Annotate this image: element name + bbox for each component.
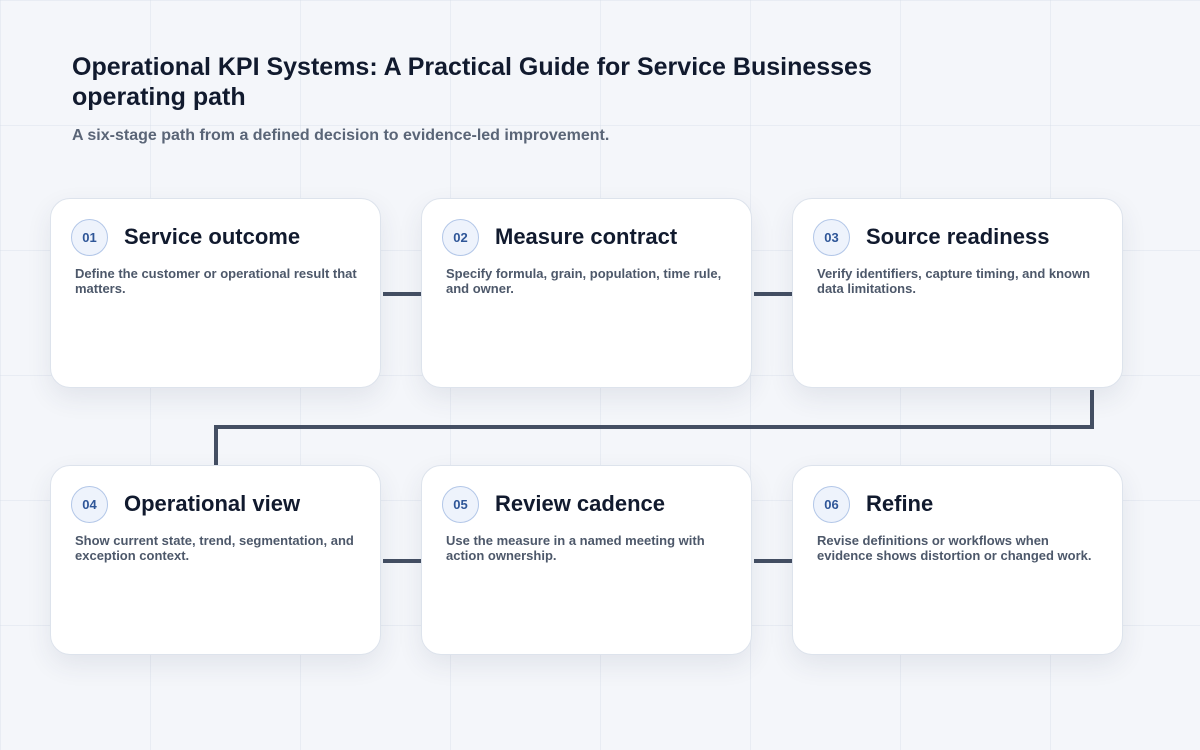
step-title: Refine (866, 491, 934, 516)
step-description: Revise definitions or workflows when evi… (817, 533, 1092, 563)
step-number-badge: 03 (813, 219, 850, 256)
step-number-badge: 05 (442, 486, 479, 523)
step-card-source-readiness: 03 Source readiness Verify identifiers, … (792, 198, 1123, 388)
step-title: Measure contract (495, 224, 678, 249)
step-number-badge: 02 (442, 219, 479, 256)
step-title: Service outcome (124, 224, 301, 249)
step-card-review-cadence: 05 Review cadence Use the measure in a n… (421, 465, 752, 655)
step-title: Operational view (124, 491, 301, 516)
step-card-service-outcome: 01 Service outcome Define the customer o… (50, 198, 381, 388)
step-description: Verify identifiers, capture timing, and … (817, 266, 1091, 296)
step-description: Define the customer or operational resul… (75, 266, 357, 296)
page-title: Operational KPI Systems: A Practical Gui… (72, 53, 872, 111)
step-number-badge: 06 (813, 486, 850, 523)
page-subtitle: A six-stage path from a defined decision… (72, 127, 610, 144)
connector-03-04 (214, 390, 1094, 465)
step-number-badge: 04 (71, 486, 108, 523)
step-description: Show current state, trend, segmentation,… (75, 533, 354, 563)
step-title: Review cadence (495, 491, 665, 516)
step-number-badge: 01 (71, 219, 108, 256)
step-card-measure-contract: 02 Measure contract Specify formula, gra… (421, 198, 752, 388)
step-title: Source readiness (866, 224, 1050, 249)
step-description: Specify formula, grain, population, time… (446, 266, 722, 296)
step-card-refine: 06 Refine Revise definitions or workflow… (792, 465, 1123, 655)
step-description: Use the measure in a named meeting with … (446, 533, 705, 563)
step-card-operational-view: 04 Operational view Show current state, … (50, 465, 381, 655)
